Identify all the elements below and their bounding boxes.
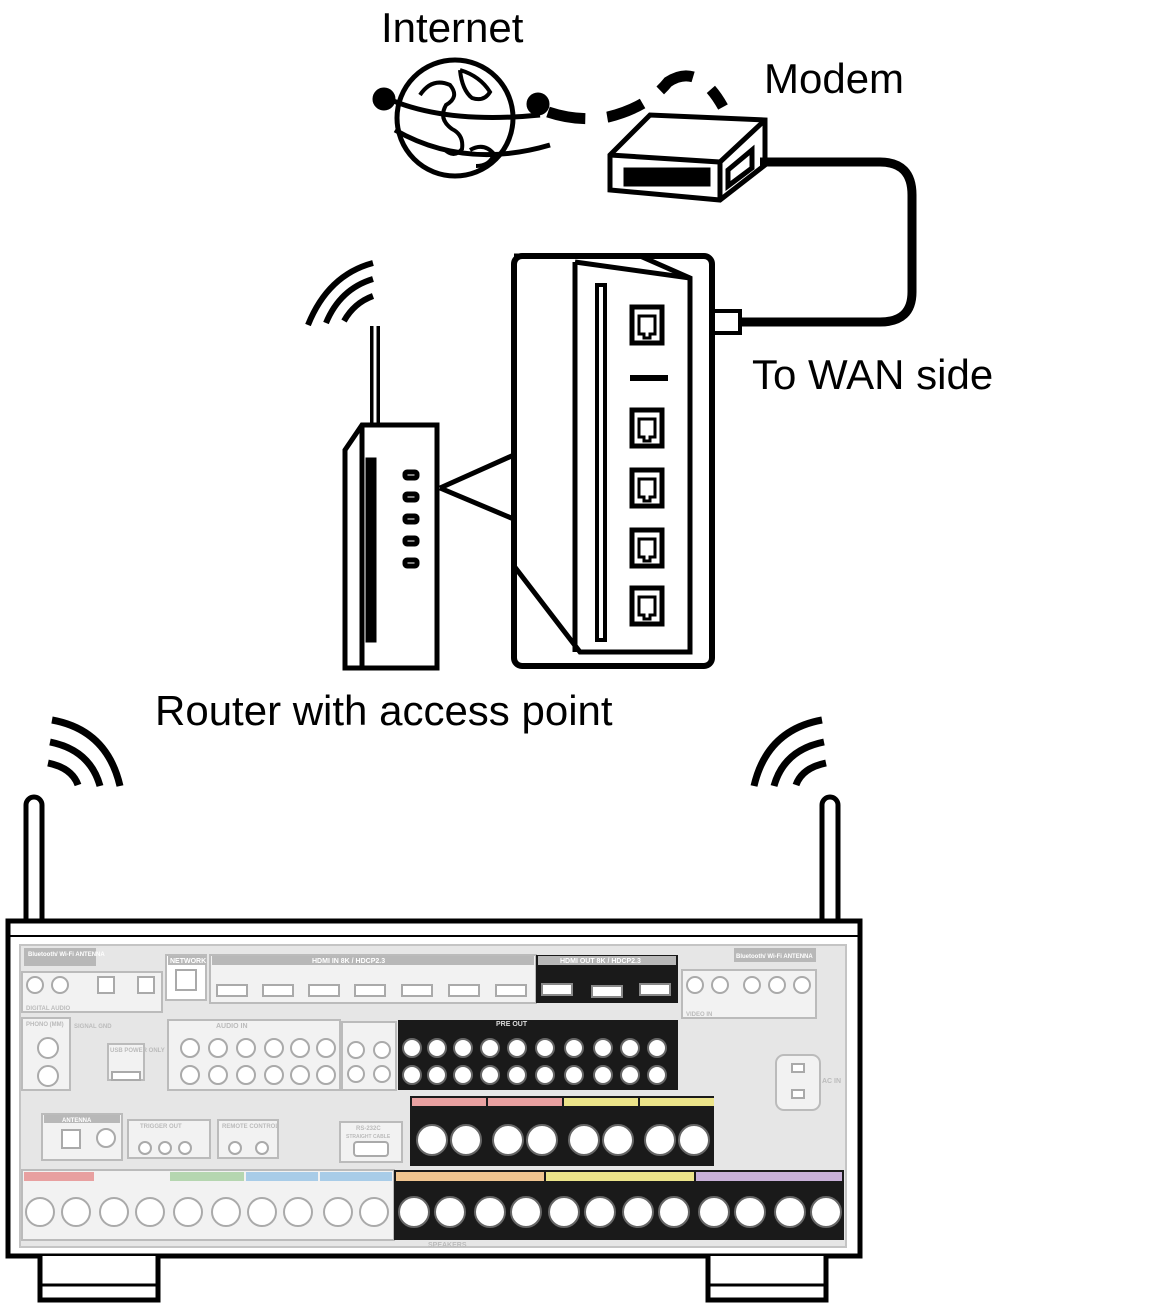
callout-lines — [438, 451, 518, 523]
lan-port-icon — [629, 585, 665, 627]
receiver-wifi-left-icon — [47, 716, 124, 788]
router-icon — [342, 326, 440, 671]
remote-control-label: REMOTE CONTROL — [222, 1124, 279, 1130]
ac-in-label: AC IN — [822, 1078, 841, 1085]
receiver-back-panel: Bluetooth/ Wi-Fi ANTENNA Bluetooth/ Wi-F… — [5, 918, 863, 1303]
video-in-label: VIDEO IN — [686, 1012, 712, 1018]
globe-icon — [372, 57, 551, 179]
pre-out-label: PRE OUT — [496, 1021, 528, 1028]
lan-port-icon — [629, 527, 665, 569]
internet-label: Internet — [381, 4, 524, 51]
ethernet-ports — [629, 304, 665, 627]
receiver-antennas — [23, 794, 841, 940]
lan-port-icon — [629, 407, 665, 449]
modem-label: Modem — [764, 55, 905, 102]
internet-connection-line — [546, 70, 728, 125]
router-zoom-panel — [511, 253, 715, 669]
wan-side-label: To WAN side — [752, 351, 994, 398]
modem-icon — [607, 112, 768, 203]
bt-antenna-right-label: Bluetooth/ Wi-Fi ANTENNA — [736, 954, 813, 960]
wan-port-icon — [629, 304, 665, 346]
hdmi-in-ports — [216, 984, 527, 997]
wan-cable — [740, 157, 917, 327]
lan-port-icon — [629, 467, 665, 509]
hdmi-in-label: HDMI IN 8K / HDCP2.3 — [312, 958, 385, 965]
bt-antenna-left-label: Bluetooth/ Wi-Fi ANTENNA — [28, 952, 105, 958]
router-wifi-icon — [305, 260, 375, 327]
straight-cable-label: STRAIGHT CABLE — [346, 1134, 391, 1140]
hdmi-out-label: HDMI OUT 8K / HDCP2.3 — [560, 958, 641, 965]
receiver-wifi-right-icon — [750, 716, 827, 788]
router-label: Router with access point — [155, 687, 613, 734]
phono-label: PHONO (MM) — [26, 1022, 64, 1028]
signal-gnd-label: SIGNAL GND — [74, 1024, 112, 1030]
network-port-label: NETWORK — [170, 958, 206, 965]
antenna-label: ANTENNA — [62, 1118, 92, 1124]
usb-label: USB POWER ONLY — [110, 1048, 165, 1054]
trigger-label: TRIGGER OUT — [140, 1124, 182, 1130]
audio-in-label: AUDIO IN — [216, 1023, 248, 1030]
digital-audio-label: DIGITAL AUDIO — [26, 1006, 71, 1012]
rs232c-label: RS-232C — [356, 1126, 381, 1132]
speakers-label: SPEAKERS — [428, 1242, 467, 1249]
